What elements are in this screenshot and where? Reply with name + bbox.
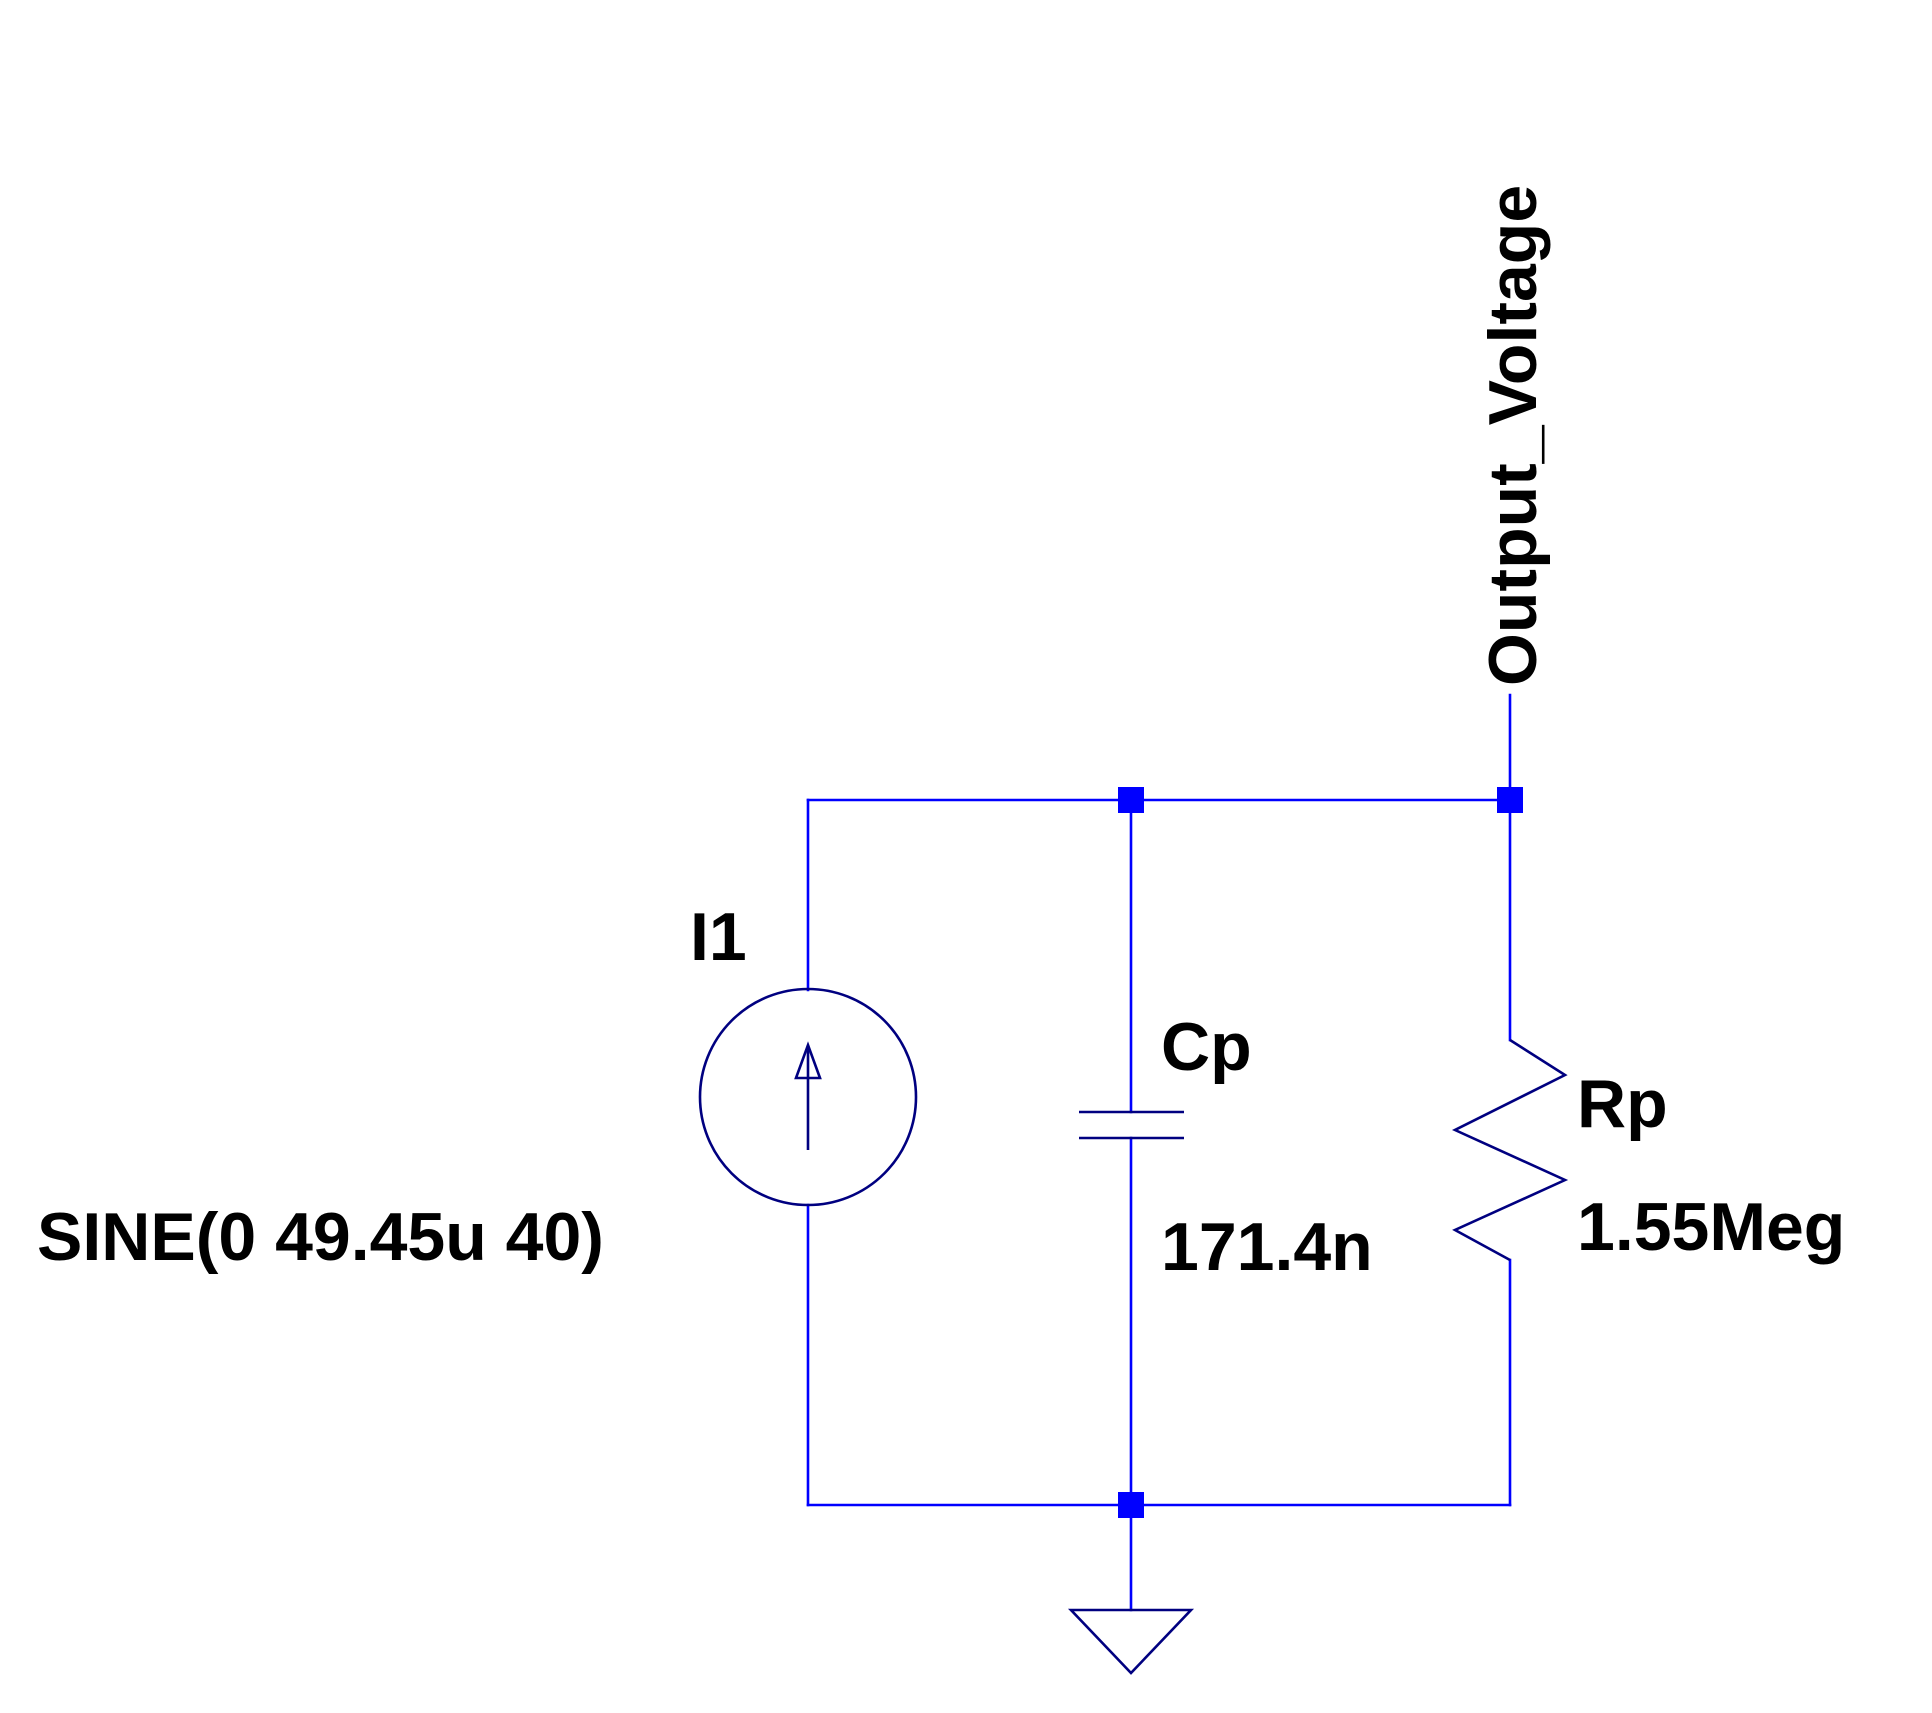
source-value-label: SINE(0 49.45u 40): [37, 1199, 604, 1275]
net-label-output-voltage: Output_Voltage: [1475, 185, 1551, 686]
capacitor-value-label: 171.4n: [1161, 1209, 1373, 1285]
current-source-symbol[interactable]: [698, 987, 918, 1207]
junction-node-top-right: [1497, 787, 1523, 813]
capacitor-name-label: Cp: [1161, 1009, 1252, 1085]
capacitor-symbol[interactable]: [1079, 1110, 1184, 1140]
ground-symbol: [1067, 1608, 1195, 1675]
junction-node-top-middle: [1118, 787, 1144, 813]
source-name-label: I1: [690, 899, 747, 975]
current-arrow-head-icon: [794, 1041, 822, 1080]
resistor-value-label: 1.55Meg: [1577, 1189, 1845, 1265]
resistor-symbol[interactable]: [1451, 1038, 1569, 1262]
ground-icon: [1067, 1608, 1195, 1675]
junction-node-bottom-middle: [1118, 1492, 1144, 1518]
current-source-circle: [698, 987, 918, 1207]
resistor-zigzag: [1451, 1038, 1569, 1262]
resistor-name-label: Rp: [1577, 1066, 1668, 1142]
